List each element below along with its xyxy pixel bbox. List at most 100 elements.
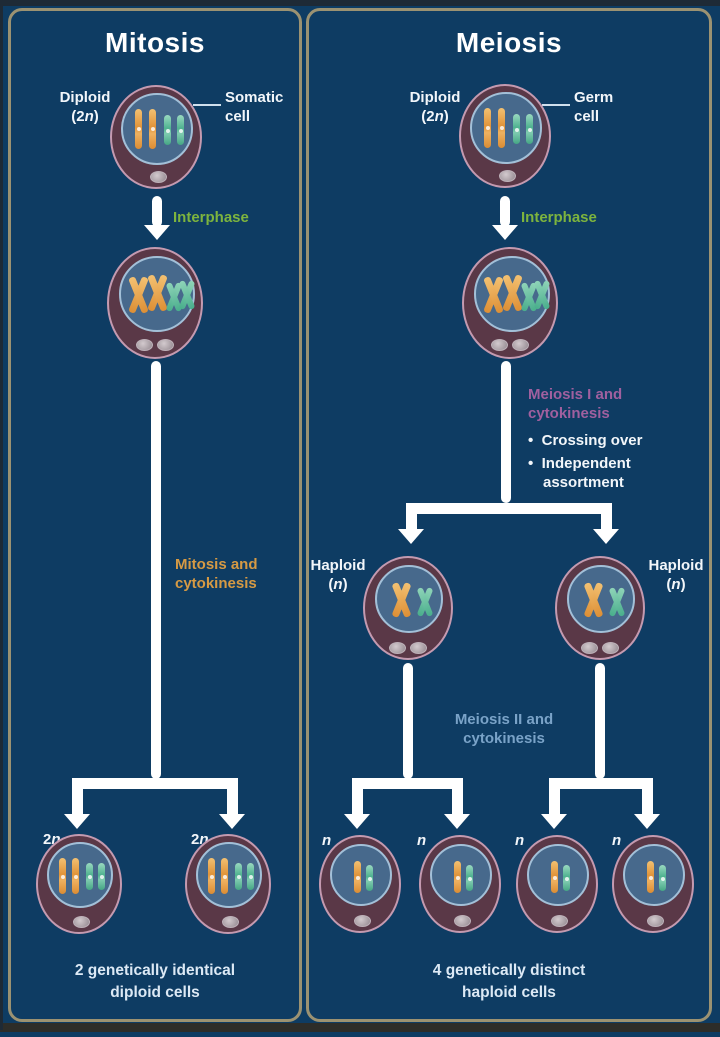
nucleus (47, 842, 113, 908)
chromosome-x-teal (177, 279, 197, 311)
meiosis-daughter-cell (419, 835, 501, 933)
meiosis-daughter-cell (319, 835, 401, 933)
chromosome-orange (135, 109, 142, 149)
centriole (499, 170, 516, 182)
meiosis-title: Meiosis (455, 27, 563, 58)
diploid-label: Diploid (2n) (409, 89, 461, 126)
mitosis-parent-cell (110, 85, 202, 189)
interphase-label: Interphase (521, 209, 597, 226)
centriole (512, 339, 529, 351)
ploidy-2n-label: 2n (191, 831, 209, 848)
chromosome-orange (221, 858, 228, 894)
chromosome-teal (466, 865, 473, 891)
chromosome-teal (659, 865, 666, 891)
mitosis-interphase-cell (107, 247, 203, 359)
down-arrow-shaft (500, 196, 510, 227)
centriole (157, 339, 174, 351)
branch-arm (642, 778, 653, 816)
chromosome-orange (72, 858, 79, 894)
meiosis-parent-cell (459, 84, 551, 188)
ploidy-n-label: n (515, 832, 525, 849)
chromosome-orange (149, 109, 156, 149)
centriole (581, 642, 598, 654)
nucleus (121, 93, 193, 165)
mitosis-title: Mitosis (105, 27, 205, 58)
nucleus (430, 844, 492, 906)
chromosome-teal (366, 865, 373, 891)
down-arrow-shaft (152, 196, 162, 227)
branch-bar (549, 778, 653, 789)
meiosis1-line (501, 361, 511, 503)
centriole (602, 642, 619, 654)
meiosis-interphase-cell (462, 247, 558, 359)
interphase-label: Interphase (173, 209, 249, 226)
down-arrow-head (219, 814, 245, 829)
chromosome-teal (563, 865, 570, 891)
meiosis2-line (595, 663, 605, 779)
meiosis-daughter-cell (612, 835, 694, 933)
chromosome-teal (177, 115, 184, 145)
centriole (222, 916, 239, 928)
top-border-strip (0, 0, 720, 6)
centriole (389, 642, 406, 654)
centriole (354, 915, 371, 927)
down-arrow-head (492, 225, 518, 240)
chromosome-teal (235, 863, 242, 890)
nucleus (196, 842, 262, 908)
chromosome-x-teal (415, 586, 435, 618)
ploidy-n-label: n (612, 832, 622, 849)
nucleus (330, 844, 392, 906)
nucleus (567, 565, 635, 633)
haploid-label: Haploid (n) (310, 557, 366, 594)
chromosome-orange (454, 861, 461, 893)
branch-arm (72, 778, 83, 816)
branch-bar (406, 503, 612, 514)
down-arrow-head (541, 814, 567, 829)
mitosis-daughter-cell (36, 834, 122, 934)
down-arrow-head (344, 814, 370, 829)
centriole (410, 642, 427, 654)
ploidy-2n-label: (2n) (71, 108, 99, 126)
chromosome-orange (647, 861, 654, 893)
branch-arm (406, 503, 417, 531)
meiosis2-line (403, 663, 413, 779)
chromosome-orange (59, 858, 66, 894)
chromosome-x-teal (532, 279, 552, 311)
branch-arm (452, 778, 463, 816)
down-arrow-head (64, 814, 90, 829)
mitosis-daughter-cell (185, 834, 271, 934)
meiosis-haploid-cell (363, 556, 453, 660)
ploidy-n-label: n (322, 832, 332, 849)
ploidy-2n-label: 2n (43, 831, 61, 848)
nucleus (375, 565, 443, 633)
nucleus (527, 844, 589, 906)
nucleus (623, 844, 685, 906)
chromosome-teal (513, 114, 520, 144)
ploidy-n-label: n (417, 832, 427, 849)
centriole (647, 915, 664, 927)
bottom-border-strip (0, 1023, 720, 1032)
chromosome-teal (164, 115, 171, 145)
down-arrow-head (634, 814, 660, 829)
ploidy-n-label: (n) (328, 576, 348, 594)
chromosome-x-orange (581, 581, 605, 619)
left-border-strip (0, 0, 3, 1030)
independent-assortment-bullet: • Independent assortment (528, 455, 631, 492)
label-connector-line (542, 104, 570, 106)
diploid-label: Diploid (2n) (59, 89, 111, 126)
chromosome-teal (98, 863, 105, 890)
branch-arm (352, 778, 363, 816)
chromosome-teal (247, 863, 254, 890)
ploidy-n-label: (n) (666, 576, 686, 594)
down-arrow-head (144, 225, 170, 240)
chromosome-orange (208, 858, 215, 894)
nucleus (474, 256, 552, 332)
